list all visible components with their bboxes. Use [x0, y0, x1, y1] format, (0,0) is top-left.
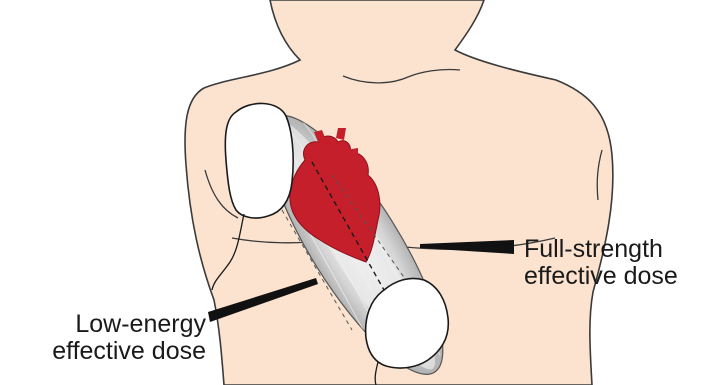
- full-strength-label-line1: Full-strength: [524, 236, 678, 263]
- low-energy-label-line2: effective dose: [52, 338, 206, 365]
- low-energy-label: Low-energy effective dose: [52, 311, 206, 365]
- full-strength-label: Full-strength effective dose: [524, 236, 678, 290]
- full-strength-label-line2: effective dose: [524, 263, 678, 290]
- low-energy-label-line1: Low-energy: [52, 311, 206, 338]
